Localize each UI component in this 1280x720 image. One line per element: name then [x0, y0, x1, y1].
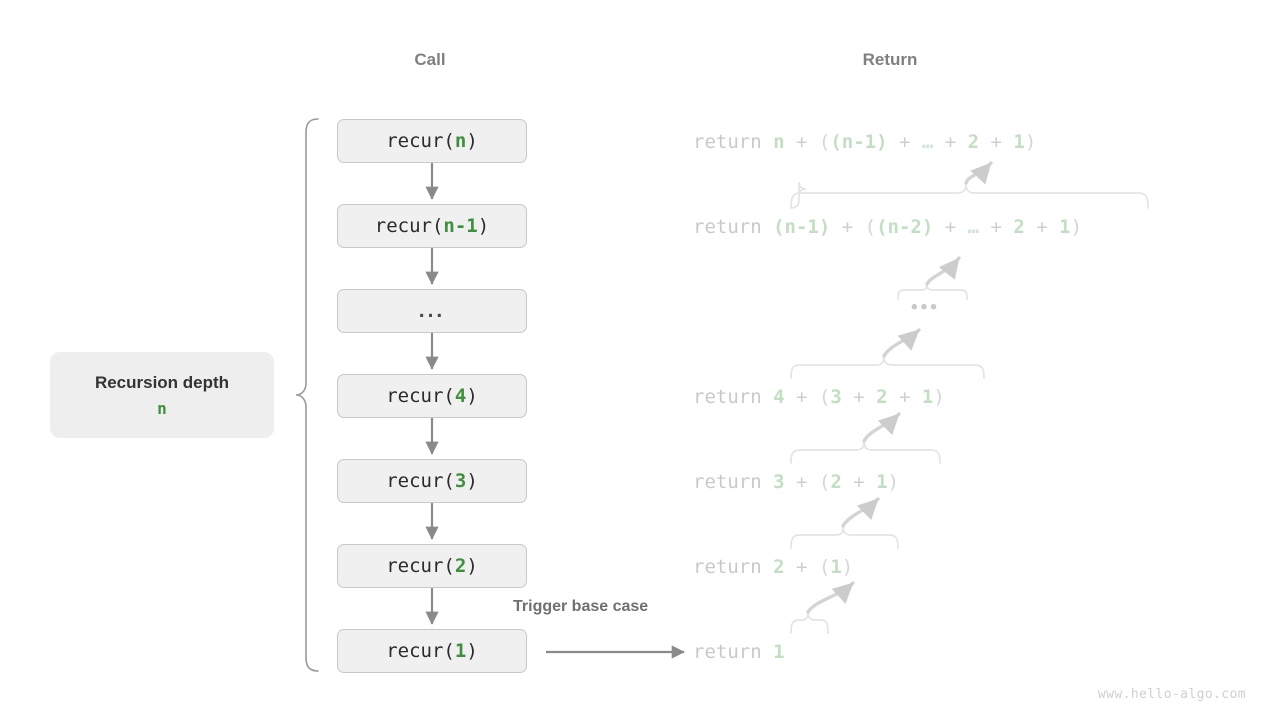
- expr-token: 1: [1059, 216, 1071, 238]
- expr-token: (n-2): [876, 216, 934, 238]
- call-box-4: recur(4): [337, 374, 527, 418]
- expr-token: (n-1): [830, 131, 888, 153]
- expr-token: +: [784, 556, 819, 578]
- expr-token: +: [887, 131, 922, 153]
- expr-token: 4: [773, 386, 785, 408]
- call-argument: 4: [454, 385, 467, 407]
- return-expression: n + ((n-1) + … + 2 + 1): [773, 131, 1036, 153]
- return-keyword: return: [693, 471, 774, 493]
- return-line-n: return n + ((n-1) + … + 2 + 1): [693, 127, 1036, 157]
- call-box-2: recur(2): [337, 544, 527, 588]
- column-header-return: Return: [862, 50, 918, 69]
- expr-token: ): [887, 471, 899, 493]
- recursion-depth-brace: [295, 118, 319, 672]
- expr-token: (n-1): [773, 216, 831, 238]
- return-keyword: return: [693, 641, 774, 663]
- expr-token: n: [773, 131, 785, 153]
- return-line-1: return 1: [693, 637, 785, 667]
- call-argument: 3: [454, 470, 467, 492]
- expr-token: 1: [921, 386, 934, 408]
- call-suffix: ): [466, 470, 478, 492]
- expr-token: ): [933, 386, 945, 408]
- call-prefix: recur(: [386, 640, 455, 662]
- expr-token: +: [784, 386, 819, 408]
- call-argument: n-1: [443, 215, 478, 237]
- expr-token: 1: [1013, 131, 1025, 153]
- return-keyword: return: [693, 216, 774, 238]
- call-suffix: ): [477, 215, 490, 237]
- return-expression: (n-1) + ((n-2) + … + 2 + 1): [773, 216, 1082, 238]
- expr-token: ): [841, 556, 854, 578]
- return-keyword: return: [693, 386, 774, 408]
- call-box-3: recur(3): [337, 459, 527, 503]
- call-prefix: recur(: [386, 130, 455, 152]
- expr-token: 2: [830, 471, 842, 493]
- return-expression: 2 + (1): [773, 556, 853, 578]
- column-header-call: Call: [414, 50, 446, 69]
- expr-token: +: [784, 471, 819, 493]
- call-prefix: recur(: [374, 215, 444, 237]
- return-line-n-1: return (n-1) + ((n-2) + … + 2 + 1): [693, 212, 1082, 242]
- expr-token: 3: [830, 386, 842, 408]
- return-line-2: return 2 + (1): [693, 552, 853, 582]
- expr-token: +: [1024, 216, 1060, 238]
- return-expression: 4 + (3 + 2 + 1): [773, 386, 945, 408]
- ellipsis-glyph: ...: [418, 299, 446, 322]
- call-argument: n: [454, 130, 467, 152]
- call-box-1: recur(1): [337, 629, 527, 673]
- recursion-depth-box: Recursion depth n: [50, 352, 274, 438]
- return-keyword: return: [693, 556, 774, 578]
- expr-token: …: [967, 216, 980, 238]
- call-suffix: ): [466, 130, 478, 152]
- expr-token: (: [818, 471, 831, 493]
- expr-token: 1: [830, 556, 842, 578]
- call-prefix: recur(: [386, 470, 455, 492]
- expr-token: 2: [967, 131, 980, 153]
- return-expression: 1: [773, 641, 784, 663]
- expr-token: 2: [876, 386, 888, 408]
- expr-token: +: [933, 131, 968, 153]
- recursion-depth-title: Recursion depth: [94, 372, 230, 392]
- call-prefix: recur(: [386, 555, 455, 577]
- expr-token: ): [1070, 216, 1083, 238]
- expr-token: 2: [773, 556, 785, 578]
- call-suffix: ): [466, 555, 478, 577]
- call-argument: 2: [454, 555, 467, 577]
- expr-token: 1: [773, 641, 785, 663]
- return-line-3: return 3 + (2 + 1): [693, 467, 899, 497]
- call-suffix: ): [466, 640, 478, 662]
- call-box-n-1: recur(n-1): [337, 204, 527, 248]
- call-suffix: ): [466, 385, 478, 407]
- expr-token: +: [933, 216, 968, 238]
- return-ellipsis: •••: [911, 297, 940, 318]
- expr-token: +: [841, 471, 877, 493]
- expr-token: +: [979, 216, 1014, 238]
- expr-token: (: [864, 216, 877, 238]
- expr-token: …: [921, 131, 934, 153]
- call-box-n: recur(n): [337, 119, 527, 163]
- expr-token: +: [887, 386, 922, 408]
- return-line-4: return 4 + (3 + 2 + 1): [693, 382, 945, 412]
- return-keyword: return: [693, 131, 774, 153]
- expr-token: (: [818, 131, 831, 153]
- expr-token: 2: [1013, 216, 1025, 238]
- expr-token: +: [784, 131, 819, 153]
- watermark: www.hello-algo.com: [1097, 687, 1246, 702]
- expr-token: (: [818, 386, 831, 408]
- recursion-depth-value: n: [157, 398, 167, 418]
- expr-token: 3: [773, 471, 785, 493]
- return-braces: [790, 181, 807, 209]
- expr-token: 1: [876, 471, 888, 493]
- return-expression: 3 + (2 + 1): [773, 471, 899, 493]
- call-argument: 1: [454, 640, 467, 662]
- expr-token: +: [830, 216, 865, 238]
- expr-token: +: [841, 386, 877, 408]
- call-box-dots: ...: [337, 289, 527, 333]
- expr-token: +: [979, 131, 1014, 153]
- trigger-base-case-label: Trigger base case: [513, 598, 649, 615]
- expr-token: ): [1024, 131, 1037, 153]
- expr-token: (: [818, 556, 831, 578]
- call-prefix: recur(: [386, 385, 455, 407]
